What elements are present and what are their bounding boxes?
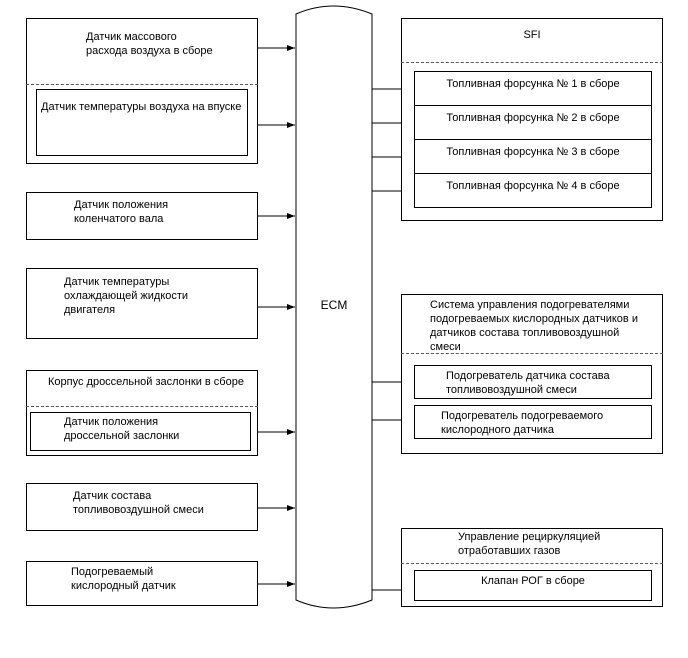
injector-separator-1 — [414, 105, 652, 106]
injector-1-label: Топливная форсунка № 1 в сборе — [446, 78, 620, 90]
throttle-body-label: Корпус дроссельной заслонки в сборе — [48, 376, 244, 388]
sfi-label: SFI — [523, 29, 541, 41]
heater-control-label: Система управления подогревателями подог… — [430, 299, 638, 353]
afr-heater-box — [414, 365, 652, 399]
ho2-sensor-box — [26, 561, 258, 606]
maf-assembly-label: Датчик массового расхода воздуха в сборе — [86, 31, 213, 57]
injector-4-label: Топливная форсунка № 4 в сборе — [446, 180, 620, 192]
ecm-block — [295, 5, 373, 609]
afr-sensor-label: Датчик состава топливовоздушной смеси — [73, 490, 204, 516]
ect-sensor-label: Датчик температуры охлаждающей жидкости … — [64, 276, 189, 316]
ho2-heater-label: Подогреватель подогреваемого кислородног… — [441, 410, 604, 436]
ho2-sensor-label: Подогреваемый кислородный датчик — [71, 566, 176, 592]
throttle-divider — [26, 406, 258, 407]
injector-separator-2 — [414, 139, 652, 140]
egr-control-label: Управление рециркуляцией отработавших га… — [458, 531, 601, 557]
egr-divider — [401, 563, 663, 564]
ckp-sensor-box — [26, 192, 258, 240]
sfi-divider — [401, 62, 663, 63]
tps-sensor-box — [30, 412, 251, 451]
ho2-heater-box — [414, 405, 652, 439]
heater-divider — [401, 353, 663, 354]
maf-divider — [26, 84, 258, 85]
iat-sensor-box — [36, 89, 248, 156]
tps-sensor-label: Датчик положения дроссельной заслонки — [64, 416, 180, 442]
ect-sensor-box — [26, 268, 258, 339]
ecm-label: ECM — [320, 298, 348, 312]
injector-2-label: Топливная форсунка № 2 в сборе — [446, 112, 620, 124]
injector-separator-3 — [414, 173, 652, 174]
iat-sensor-label: Датчик температуры воздуха на впуске — [41, 101, 242, 113]
egr-valve-box — [414, 570, 652, 601]
egr-valve-label: Клапан РОГ в сборе — [481, 575, 585, 587]
afr-heater-label: Подогреватель датчика состава топливовоз… — [446, 370, 610, 396]
ckp-sensor-label: Датчик положения коленчатого вала — [74, 199, 169, 225]
injector-3-label: Топливная форсунка № 3 в сборе — [446, 146, 620, 158]
afr-sensor-box — [26, 483, 258, 531]
